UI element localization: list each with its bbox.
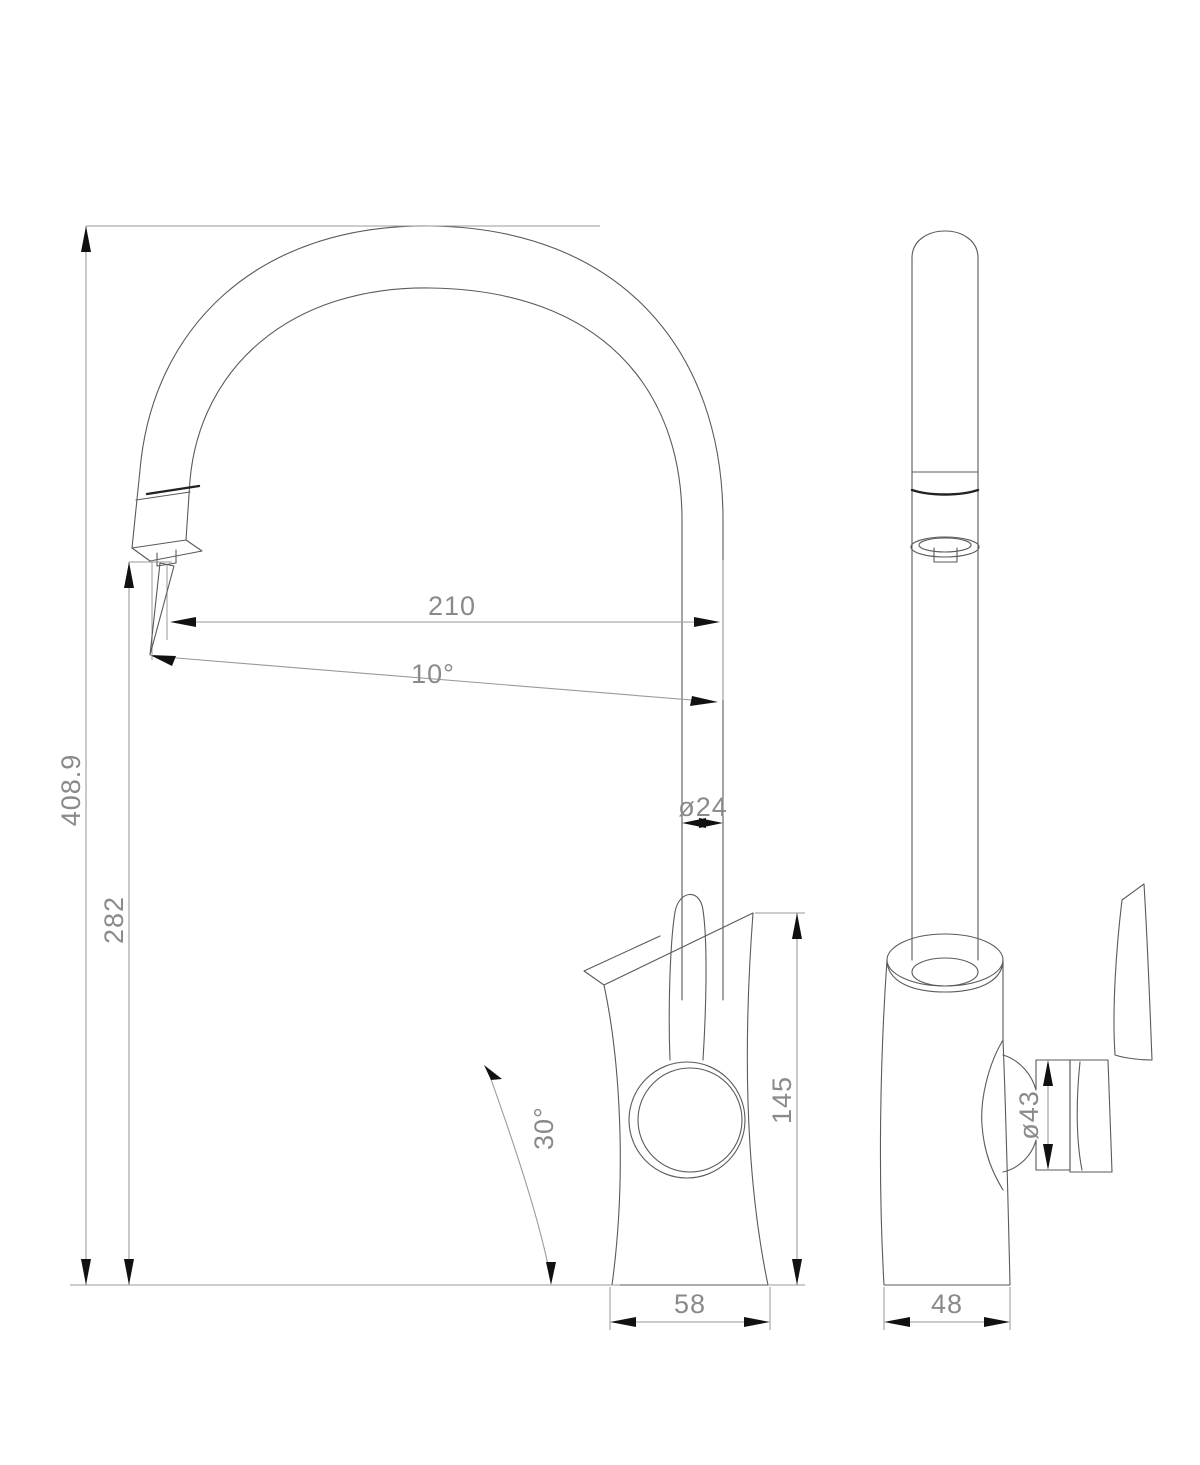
spout-nozzle-band [145, 484, 201, 496]
side-swivel-collar-inner [911, 957, 979, 987]
handle-swing-arc [486, 1067, 552, 1281]
side-aerator-ellipse-inner [918, 537, 972, 553]
handle-swing-arrow-top [484, 1065, 502, 1080]
side-lever-handle [1113, 883, 1153, 1061]
dimension-overall-height: 408.9 [56, 225, 600, 1285]
dimension-spout-reach: 210 [166, 560, 724, 700]
side-elevation-view [879, 230, 1153, 1286]
spout-nozzle-collar [135, 491, 191, 501]
side-spout-tube [911, 230, 979, 961]
side-body-outline [879, 959, 1011, 1286]
side-swivel-collar-outer [886, 933, 1004, 987]
side-handle-base-edge [1076, 1061, 1083, 1171]
side-handle-base [1069, 1059, 1113, 1173]
side-cartridge-neck [981, 1039, 1004, 1191]
dimension-base-width-side: 48 [883, 1287, 1011, 1330]
side-aerator-ellipse-outer [910, 536, 980, 558]
cartridge-ring-inner [637, 1067, 743, 1173]
side-swivel-collar-edge [886, 962, 1004, 993]
dimension-spout-angle: 10° [150, 560, 718, 706]
front-elevation-view: 30° [131, 225, 769, 1286]
handle-swing-arrow-bottom [546, 1262, 556, 1285]
spout-leader-wedge [149, 562, 175, 656]
handle-swing-angle-label: 30° [529, 1106, 559, 1150]
spout-height-label: 282 [99, 896, 129, 944]
dimension-tube-diameter: ø24 [678, 792, 728, 828]
cartridge-ring-outer [628, 1061, 746, 1179]
spout-reach-label: 210 [428, 591, 476, 621]
body-spout-transition [583, 935, 661, 986]
spout-angle-label: 10° [411, 659, 455, 689]
spout-nozzle-body [131, 539, 203, 562]
overall-height-label: 408.9 [56, 754, 86, 827]
spout-inner-profile [185, 287, 683, 1001]
handle-lever-stem [668, 893, 707, 1061]
dimension-spout-height: 282 [99, 561, 172, 1285]
side-aerator-tip [933, 547, 958, 563]
dimension-cartridge-diameter: ø43 [1014, 1060, 1053, 1170]
base-width-front-label: 58 [674, 1289, 706, 1319]
dimension-body-height: 145 [755, 912, 805, 1286]
base-width-side-label: 48 [931, 1289, 963, 1319]
side-tube-band [910, 488, 980, 496]
faucet-body-outline [603, 912, 769, 1286]
cartridge-diameter-label: ø43 [1014, 1090, 1044, 1140]
tube-diameter-label: ø24 [678, 792, 728, 822]
dimension-base-width-front: 58 [609, 1287, 771, 1330]
body-height-label: 145 [767, 1076, 797, 1124]
